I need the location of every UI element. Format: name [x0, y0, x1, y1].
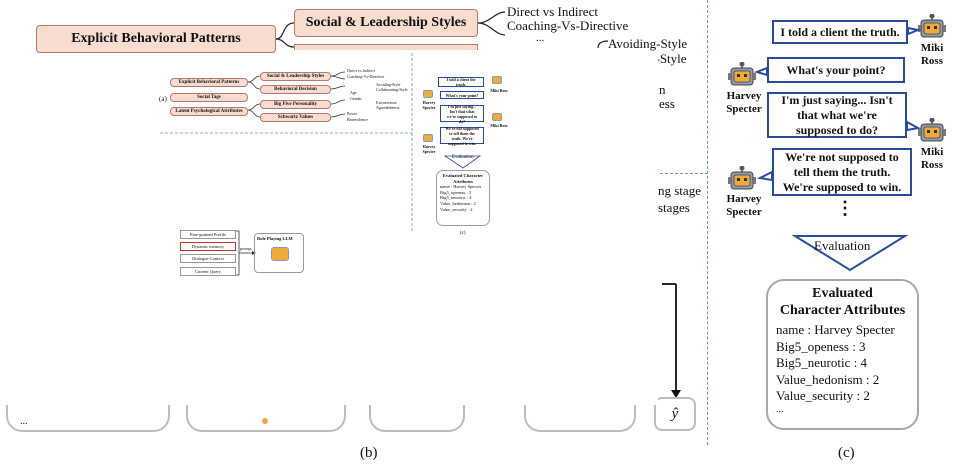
y-hat-label: ŷ: [671, 405, 679, 422]
inset-latent-box: Latent Psychological Attributes: [170, 107, 248, 116]
bottom-box-4: [524, 404, 636, 432]
next-box-edge: [294, 44, 478, 50]
inset-name-miki-2: Miki Ross: [490, 123, 508, 128]
inset-prompt-item-2: Dialogue Context: [180, 254, 236, 263]
social-leadership-box: Social & Leadership Styles: [294, 9, 478, 37]
inset-leaf-5: Gender: [350, 96, 362, 101]
inset-prompt-item-0: Fine-grained Profile: [180, 230, 236, 239]
inset-bubble-4: We're not supposed to tell them the trut…: [440, 126, 484, 146]
inset-social-box: Social & Leadership Styles: [260, 72, 331, 81]
name-harvey-2: Harvey Specter: [726, 193, 762, 218]
name-harvey-1: Harvey Specter: [726, 90, 762, 115]
bottom-box-3: [369, 404, 465, 432]
ellipsis-text: ...: [536, 32, 545, 44]
dialogue-text-2: What's your point?: [786, 62, 886, 77]
inset-leaf-7: Agreeableness: [376, 105, 400, 110]
attr-ellipsis: ...: [776, 403, 784, 415]
social-leadership-label: Social & Leadership Styles: [305, 15, 467, 30]
inset-behavioral-box: Behavioral Decision: [260, 85, 331, 94]
inset-schwartz-box: Schwartz Values: [260, 113, 331, 122]
bottom-box-2: [186, 404, 346, 432]
inset-label-a: (a): [159, 95, 167, 103]
dialogue-bubble-2: What's your point?: [767, 57, 905, 83]
inset-evaluated-box: Evaluated Character Attributes name : Ha…: [436, 170, 490, 226]
dialogue-text-4: We're not supposed to tell them the trut…: [782, 149, 902, 194]
inset-prompt-item-3: Current Query: [180, 267, 236, 276]
inset-robot-1: [492, 76, 502, 84]
attr-value-hedonism: Value_hedonism : 2: [776, 371, 880, 387]
partial-text-3: ess: [659, 96, 675, 111]
inset-prompt-item-1: Dynamic memory: [180, 242, 236, 251]
inset-leaf-9: Benevolence: [347, 117, 368, 122]
partial-text-1: g-Style: [649, 51, 687, 66]
evaluated-title-2: Character Attributes: [779, 302, 906, 318]
inset-social-tags-box: Social Tags: [170, 93, 248, 102]
coaching-text: Coaching-Vs-Directive: [507, 18, 629, 33]
name-miki-2: Miki Ross: [920, 146, 944, 171]
inset-leaf-3: Collaborating-Style: [376, 87, 408, 92]
inset-llm-robot-icon: [271, 247, 289, 261]
name-miki-1: Miki Ross: [920, 42, 944, 67]
inset-bubble-3: I'm just saying... Isn't that what we're…: [440, 104, 484, 124]
inset-leaf-2: Avoiding-Style: [376, 82, 401, 87]
inset-name-harvey-2: Harvey Specter: [422, 144, 436, 154]
dialogue-bubble-4: We're not supposed to tell them the trut…: [772, 148, 912, 196]
inset-name-miki-1: Miki Ross: [490, 88, 508, 93]
dialogue-bubble-3: I'm just saying... Isn't that what we're…: [767, 92, 907, 138]
yellow-dot: [262, 418, 268, 424]
dialogue-text-3: I'm just saying... Isn't that what we're…: [781, 92, 893, 137]
inset-label-c: (c): [460, 231, 466, 236]
inset-robot-2: [423, 90, 433, 98]
inset-bubble-1: I told a client the truth.: [438, 77, 484, 87]
dialogue-bubble-1: I told a client the truth.: [772, 20, 908, 44]
explicit-behavioral-patterns-label: Explicit Behavioral Patterns: [71, 31, 241, 46]
attr-big5-openess: Big5_openess : 3: [776, 338, 866, 354]
inset-leaf-0: Direct vs Indirect: [347, 68, 375, 73]
y-hat-box: ŷ: [654, 397, 696, 431]
dialogue-text-1: I told a client the truth.: [780, 24, 900, 39]
inset-leaf-8: Power: [347, 111, 358, 116]
attr-value-security: Value_security : 2: [776, 388, 870, 403]
bottom-box-1: [6, 404, 170, 432]
label-c: (c): [838, 445, 855, 461]
inset-leaf-6: Extraversion: [376, 100, 397, 105]
direct-vs-indirect-text: Direct vs Indirect: [507, 4, 598, 19]
partial-text-5: stages: [658, 200, 690, 215]
inset-leaf-4: Age: [350, 90, 357, 95]
label-b: (b): [360, 445, 378, 461]
inset-prompt-label: prompt: [240, 246, 252, 251]
partial-text-2: n: [659, 82, 666, 97]
inset-bubble-2: What's your point?: [440, 91, 484, 99]
inset-figure: (a) Explicit Behavioral Patterns Social …: [0, 53, 658, 405]
evaluated-title-1: Evaluated: [812, 286, 873, 301]
avoiding-style-text: Avoiding-Style: [608, 36, 688, 51]
attr-big5-neurotic: Big5_neurotic : 4: [776, 355, 867, 370]
vdots: ⋮: [836, 198, 854, 218]
separator-vertical: [707, 0, 708, 445]
inset-name-harvey-1: Harvey Specter: [422, 100, 436, 110]
inset-bigfive-box: Big Five Personality: [260, 100, 331, 109]
evaluation-label: Evaluation: [814, 238, 871, 253]
inset-evaluation: Evaluation: [452, 155, 474, 160]
inset-explicit-box: Explicit Behavioral Patterns: [170, 78, 248, 87]
separator-horizontal: [660, 173, 708, 174]
attr-name: name : Harvey Specter: [776, 322, 895, 337]
inset-llm-box: Role Playing LLM: [254, 233, 304, 273]
explicit-behavioral-patterns-box: Explicit Behavioral Patterns: [36, 25, 276, 53]
inset-lines: [160, 53, 482, 276]
inset-robot-3: [492, 113, 502, 121]
inset-leaf-1: Coaching-Vs-Directive: [347, 74, 385, 79]
partial-text-4: ng stage: [658, 183, 701, 198]
inset-robot-4: [423, 134, 433, 142]
evaluated-attributes-box: Evaluated Character Attributes name : Ha…: [766, 279, 919, 430]
bottom-ellipsis: ...: [20, 416, 28, 427]
